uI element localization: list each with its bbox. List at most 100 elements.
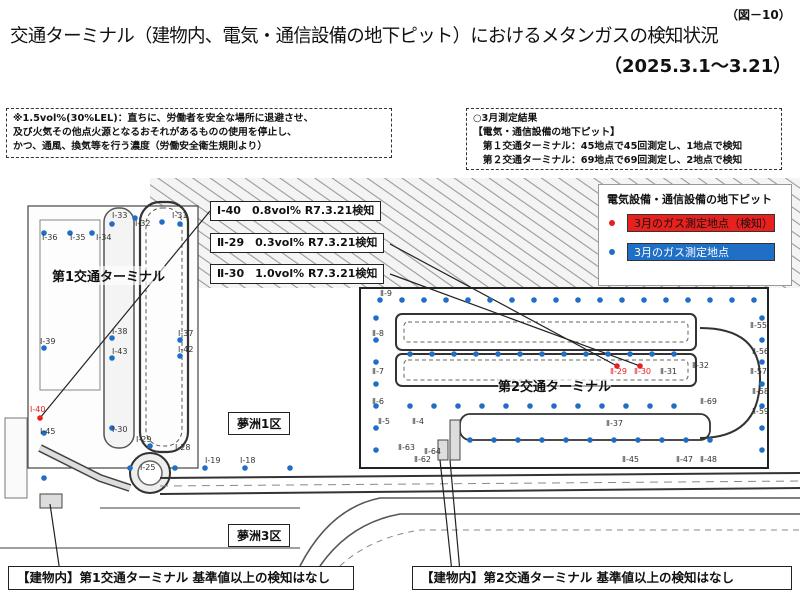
measurement-point xyxy=(597,297,603,303)
measurement-point xyxy=(373,381,379,387)
measurement-point xyxy=(575,297,581,303)
measurement-point xyxy=(41,230,47,236)
measurement-point xyxy=(465,297,471,303)
point-label: Ⅱ-9 xyxy=(380,289,392,298)
measurement-point xyxy=(539,351,545,357)
measurement-point xyxy=(583,351,589,357)
measurement-point xyxy=(147,443,153,449)
point-label: Ⅰ-45 xyxy=(40,427,55,436)
measurement-point xyxy=(619,297,625,303)
measurement-point-detected xyxy=(37,415,43,421)
measurement-point xyxy=(429,351,435,357)
terminal1-building-result: 【建物内】第1交通ターミナル 基準値以上の検知はなし xyxy=(8,566,354,590)
measurement-point xyxy=(399,297,405,303)
point-label: Ⅰ-25 xyxy=(140,463,155,472)
terminal2-building-result: 【建物内】第2交通ターミナル 基準値以上の検知はなし xyxy=(412,566,792,590)
terminal2-name: 第2交通ターミナル xyxy=(498,376,612,395)
measurement-point xyxy=(515,437,521,443)
measurement-point xyxy=(517,351,523,357)
point-label: Ⅰ-29 xyxy=(136,435,151,444)
point-label: Ⅱ-37 xyxy=(606,419,623,428)
point-label: Ⅰ-40 xyxy=(30,405,45,414)
point-label: Ⅱ-64 xyxy=(424,447,441,456)
measurement-point-detected xyxy=(637,363,643,369)
point-label: Ⅱ-48 xyxy=(700,455,717,464)
point-label: Ⅰ-33 xyxy=(112,211,127,220)
point-label: Ⅱ-4 xyxy=(412,417,424,426)
point-label: Ⅱ-47 xyxy=(676,455,693,464)
measurement-points xyxy=(37,215,765,481)
point-label: Ⅰ-28 xyxy=(175,443,190,452)
measurement-point xyxy=(455,403,461,409)
measurement-point xyxy=(287,465,293,471)
measurement-point xyxy=(683,437,689,443)
point-label: Ⅰ-37 xyxy=(178,329,193,338)
point-label: Ⅰ-43 xyxy=(112,347,127,356)
point-label: Ⅰ-18 xyxy=(240,456,255,465)
measurement-point xyxy=(491,437,497,443)
legend-item-detected: 3月のガス測定地点（検知） xyxy=(627,214,775,232)
measurement-point xyxy=(109,425,115,431)
measurement-point xyxy=(531,297,537,303)
measurement-point xyxy=(451,351,457,357)
point-label: Ⅱ-6 xyxy=(372,397,384,406)
measurement-point xyxy=(503,403,509,409)
point-label: Ⅱ-32 xyxy=(692,361,709,370)
point-label: Ⅰ-19 xyxy=(205,456,220,465)
measurement-point xyxy=(177,353,183,359)
measurement-point xyxy=(671,351,677,357)
point-label: Ⅰ-31 xyxy=(172,211,187,220)
page-title: 交通ターミナル（建物内、電気・通信設備の地下ピット）におけるメタンガスの検知状況 xyxy=(10,26,719,47)
point-label: Ⅰ-32 xyxy=(135,219,150,228)
measurement-point xyxy=(421,297,427,303)
point-label: Ⅱ-58 xyxy=(752,387,769,396)
terminal2-building xyxy=(359,287,769,469)
measurement-point xyxy=(177,337,183,343)
point-label: Ⅱ-31 xyxy=(660,367,677,376)
point-label: Ⅰ-38 xyxy=(112,327,127,336)
measurement-point xyxy=(599,403,605,409)
measurement-point xyxy=(109,355,115,361)
point-label: Ⅱ-62 xyxy=(414,455,431,464)
measurement-point xyxy=(635,437,641,443)
measurement-point-detected xyxy=(614,363,620,369)
measurement-point xyxy=(663,297,669,303)
measurement-point xyxy=(563,437,569,443)
measurement-results: ○3月測定結果 【電気・通信設備の地下ピット】 第１交通ターミナル：45地点で4… xyxy=(466,108,782,170)
point-label: Ⅱ-29 xyxy=(610,367,627,376)
measurement-point xyxy=(467,437,473,443)
measurement-point xyxy=(41,345,47,351)
measurement-point xyxy=(109,221,115,227)
point-label: Ⅱ-59 xyxy=(752,407,769,416)
roads xyxy=(0,472,800,566)
point-label: Ⅱ-57 xyxy=(750,367,767,376)
legend-title: 電気設備・通信設備の地下ピット xyxy=(607,193,772,206)
measurement-point xyxy=(611,437,617,443)
legend-dot-normal-icon xyxy=(609,249,615,255)
measurement-point xyxy=(67,230,73,236)
measurement-point xyxy=(509,297,515,303)
point-label: Ⅰ-30 xyxy=(112,425,127,434)
figure-number: （図－10） xyxy=(726,8,791,22)
point-label: Ⅱ-30 xyxy=(634,367,651,376)
measurement-point xyxy=(373,403,379,409)
measurement-point xyxy=(407,403,413,409)
measurement-point xyxy=(759,315,765,321)
measurement-point xyxy=(539,437,545,443)
measurement-point xyxy=(671,403,677,409)
map-legend: 電気設備・通信設備の地下ピット 3月のガス測定地点（検知） 3月のガス測定地点 xyxy=(598,184,792,286)
callout-ii29: Ⅱ-29 0.3vol% R7.3.21検知 xyxy=(210,233,385,253)
measurement-point xyxy=(759,425,765,431)
point-label: Ⅱ-56 xyxy=(752,347,769,356)
point-label: Ⅱ-55 xyxy=(750,321,767,330)
measurement-point xyxy=(551,403,557,409)
point-label: Ⅰ-39 xyxy=(40,337,55,346)
point-label: Ⅰ-35 xyxy=(70,233,85,242)
measurement-point xyxy=(202,465,208,471)
point-label: Ⅱ-69 xyxy=(700,397,717,406)
legend-dot-detected-icon xyxy=(609,220,615,226)
measurement-point xyxy=(177,221,183,227)
measurement-point xyxy=(373,447,379,453)
measurement-point xyxy=(431,403,437,409)
measurement-point xyxy=(659,437,665,443)
